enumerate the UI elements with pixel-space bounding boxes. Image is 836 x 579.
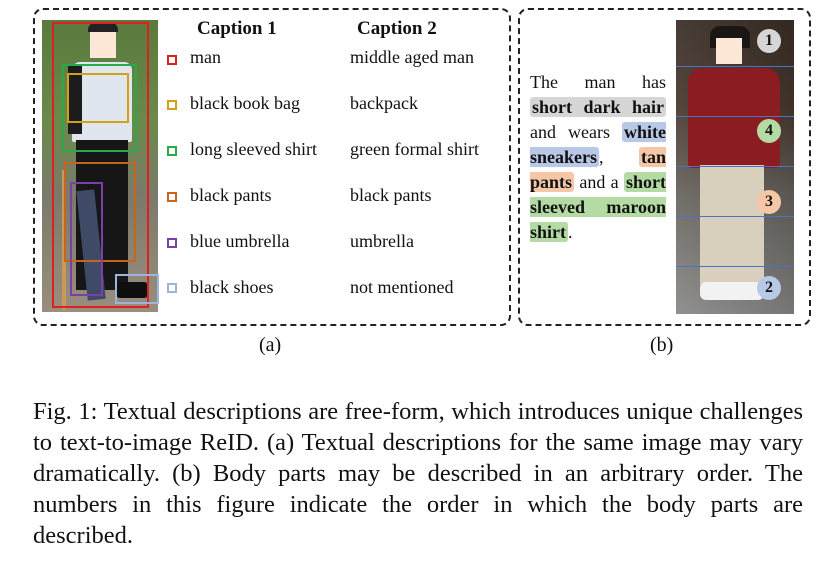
maroon-shirt — [688, 68, 780, 168]
caption1-pants: black pants — [190, 185, 272, 205]
phrase-hair: short dark hair — [530, 97, 666, 117]
panel-b-frame — [518, 8, 811, 326]
caption2-man: middle aged man — [350, 47, 474, 67]
caption1-shoes: black shoes — [190, 277, 274, 297]
bbox-blue-umbrella — [70, 182, 103, 296]
caption2-umbrella: umbrella — [350, 231, 414, 251]
marker-pants — [167, 192, 177, 202]
pedestrian-photo-b — [676, 20, 794, 314]
desc-text: The man has — [530, 72, 666, 92]
caption2-pants: black pants — [350, 185, 432, 205]
white-sneakers — [700, 282, 764, 300]
panel-b-label: (b) — [650, 334, 674, 356]
panel-a-label: (a) — [259, 334, 282, 356]
body-part-description: The man has short dark hair and wears wh… — [530, 70, 666, 245]
bbox-man — [52, 22, 149, 308]
caption1-umbrella: blue umbrella — [190, 231, 290, 251]
caption1-book-bag: black book bag — [190, 93, 300, 113]
part-divider — [676, 116, 794, 117]
bag-strap — [68, 64, 82, 134]
hair — [88, 22, 118, 32]
part-divider — [676, 216, 794, 217]
caption1-man: man — [190, 47, 221, 67]
shirt — [72, 62, 132, 142]
marker-book-bag — [167, 100, 177, 110]
desc-text: and wears — [530, 122, 610, 142]
part-divider — [676, 266, 794, 267]
caption1-shirt: long sleeved shirt — [190, 139, 317, 159]
order-badge-sneakers: 2 — [757, 276, 781, 300]
marker-shirt — [167, 146, 177, 156]
marker-umbrella — [167, 238, 177, 248]
bbox-book-bag — [67, 73, 129, 123]
order-badge-pants: 3 — [757, 190, 781, 214]
caption-2-header: Caption 2 — [357, 18, 437, 39]
part-divider — [676, 66, 794, 67]
desc-period: . — [568, 222, 573, 242]
caption2-book-bag: backpack — [350, 93, 418, 113]
face-mask — [716, 38, 742, 64]
tan-pants — [700, 165, 764, 285]
part-divider — [676, 166, 794, 167]
marker-man — [167, 55, 177, 65]
bbox-black-shoes — [115, 274, 159, 304]
caption2-shirt: green formal shirt — [350, 139, 479, 159]
bbox-black-pants — [64, 162, 136, 262]
caption2-shoes: not mentioned — [350, 277, 454, 297]
desc-text: and a — [579, 172, 619, 192]
pedestrian-photo-a — [42, 20, 158, 312]
desc-comma: , — [599, 147, 604, 167]
face-mask — [90, 30, 116, 58]
marker-shoes — [167, 283, 177, 293]
panel-a-frame — [33, 8, 511, 326]
order-badge-shirt: 4 — [757, 119, 781, 143]
caption-1-header: Caption 1 — [197, 18, 277, 39]
shoes — [116, 282, 148, 298]
figure-caption: Fig. 1: Textual descriptions are free-fo… — [33, 398, 803, 549]
bbox-long-sleeved-shirt — [62, 64, 137, 152]
order-badge-hair: 1 — [757, 29, 781, 53]
